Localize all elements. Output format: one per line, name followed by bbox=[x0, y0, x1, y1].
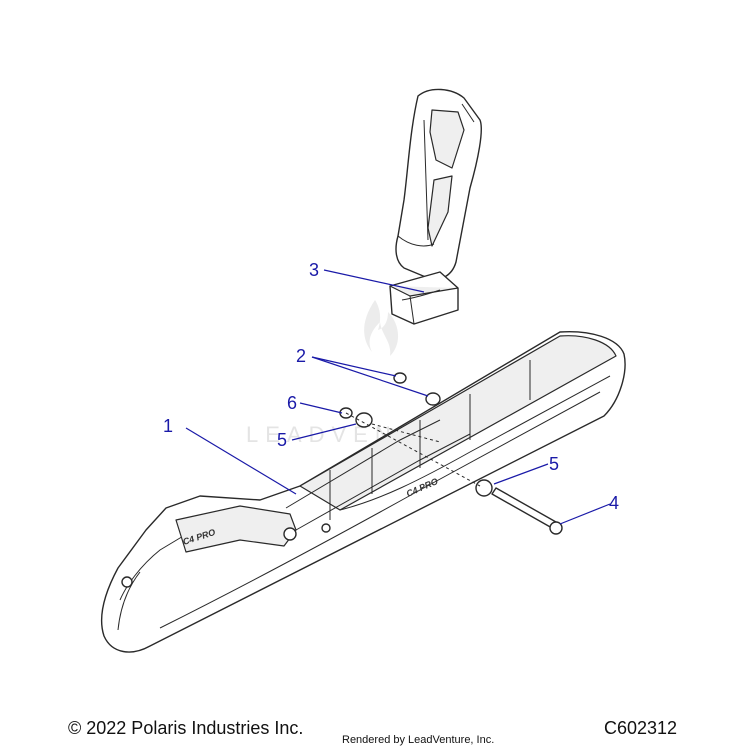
callout-5b[interactable]: 5 bbox=[549, 454, 559, 474]
spindle-bracket bbox=[395, 88, 482, 280]
rendered-by-text: Rendered by LeadVenture, Inc. bbox=[342, 734, 495, 746]
callout-5a[interactable]: 5 bbox=[277, 430, 287, 450]
callout-1[interactable]: 1 bbox=[163, 416, 173, 436]
callout-4[interactable]: 4 bbox=[609, 493, 619, 513]
diagram-code: C602312 bbox=[604, 718, 678, 738]
callout-3[interactable]: 3 bbox=[309, 260, 319, 280]
callout-6[interactable]: 6 bbox=[287, 393, 297, 413]
hardware bbox=[339, 372, 563, 535]
flame-icon bbox=[364, 300, 399, 356]
leader-lines bbox=[185, 269, 611, 525]
callout-2[interactable]: 2 bbox=[296, 346, 306, 366]
part-1-ski: C4 PRO C4 PRO bbox=[101, 331, 626, 653]
copyright-text: © 2022 Polaris Industries Inc. bbox=[68, 718, 304, 738]
callouts: 1 2 3 4 5 5 6 bbox=[163, 260, 619, 513]
part-3-pad bbox=[389, 271, 459, 325]
